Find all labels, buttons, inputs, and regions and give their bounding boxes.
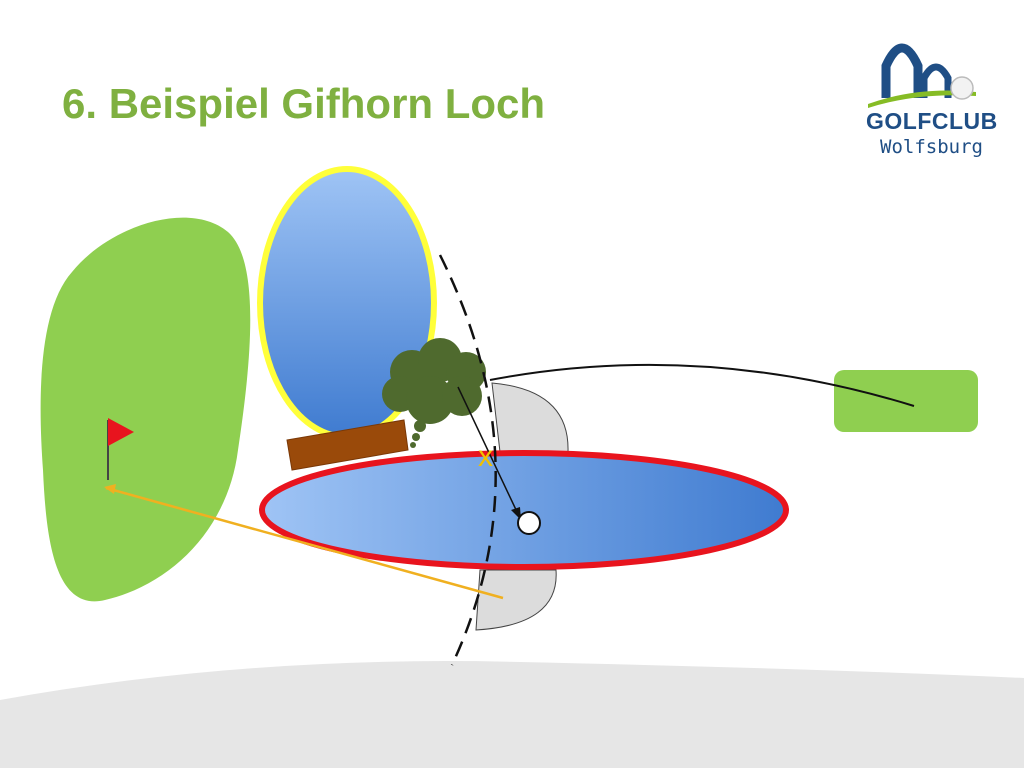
golf-ball-icon [950, 76, 974, 100]
logo-name: GOLFCLUB [866, 108, 998, 134]
bunker-lower [475, 569, 557, 631]
background-hill [0, 661, 1024, 768]
logo-subname: Wolfsburg [880, 136, 983, 158]
drop-line [105, 486, 504, 600]
distance-arc [438, 254, 497, 666]
logo-mark-icon [868, 43, 976, 108]
shot-line [457, 386, 519, 515]
tee-box [834, 370, 978, 432]
golf-ball [517, 511, 541, 535]
ball-position-marker: x [478, 440, 493, 473]
bunker-upper [491, 382, 569, 453]
putting-green [40, 217, 251, 602]
tree-icon [382, 338, 486, 448]
drop-line-arrowhead [104, 484, 116, 494]
slide-title: 6. Beispiel Gifhorn Loch [62, 80, 546, 127]
tee-shot-line [489, 363, 915, 407]
red-water-hazard [259, 450, 789, 570]
shot-arrowhead [511, 507, 521, 520]
bridge [286, 419, 409, 471]
golfclub-logo: GOLFCLUB Wolfsburg [858, 36, 998, 166]
flag-icon [108, 418, 134, 446]
